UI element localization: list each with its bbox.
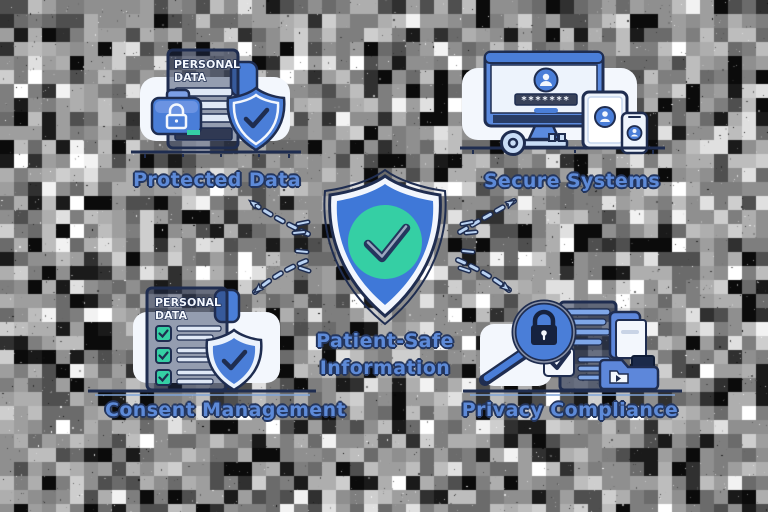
- login-button[interactable]: [534, 108, 558, 113]
- consent-management-label: Consent Management: [105, 399, 346, 421]
- protected-data-illustration: PERSONAL DATA: [131, 48, 301, 158]
- secure-systems-illustration: *******: [460, 50, 665, 156]
- checkbox-row[interactable]: [155, 369, 222, 386]
- password-field[interactable]: *******: [514, 93, 578, 106]
- consent-document-icon: PERSONAL DATA: [145, 286, 229, 392]
- key-icon: [500, 130, 569, 156]
- arrow-to-secure-systems: [457, 198, 517, 235]
- secure-systems-label: Secure Systems: [483, 170, 661, 192]
- arrow-to-protected-data: [247, 198, 311, 237]
- consent-management-illustration: PERSONAL DATA: [88, 286, 316, 396]
- checkbox-row[interactable]: [155, 325, 222, 342]
- arrow-to-consent-management: [252, 258, 309, 295]
- briefcase-lock-icon: [150, 88, 203, 136]
- desk-line: [463, 389, 682, 396]
- privacy-compliance-illustration: [463, 299, 682, 396]
- padlock-glyph: [531, 309, 557, 345]
- protected-data-label: Protected Data: [133, 169, 301, 191]
- login-avatar-icon: [533, 67, 559, 93]
- teal-accent: [187, 130, 200, 135]
- desk-line: [88, 389, 316, 396]
- privacy-compliance-label: Privacy Compliance: [461, 399, 679, 421]
- check-circle: [348, 205, 422, 279]
- tablet-icon: [581, 90, 629, 150]
- svg-text:DATA: DATA: [155, 309, 187, 322]
- folder-glyph: [609, 370, 629, 384]
- arrow-to-privacy-compliance: [455, 257, 512, 293]
- monitor-icon: *******: [483, 50, 605, 141]
- paper-icon: [615, 319, 647, 359]
- decorative-dashes: [291, 219, 479, 274]
- svg-text:PERSONAL: PERSONAL: [174, 58, 240, 71]
- phone-icon: [620, 111, 649, 155]
- shield-check-icon: [226, 86, 286, 152]
- shield-check-icon: [205, 328, 263, 392]
- padlock-glyph: [165, 103, 188, 130]
- svg-text:DATA: DATA: [174, 71, 206, 84]
- folder-icon: [598, 355, 660, 391]
- patient-safe-information-label: Patient-Safe Information: [316, 330, 454, 379]
- monitor-bezel: [493, 115, 595, 123]
- magnifier-lock-icon: [479, 299, 577, 386]
- svg-text:PERSONAL: PERSONAL: [155, 296, 221, 309]
- svg-text:*******: *******: [521, 95, 570, 106]
- central-shield-check-icon: [323, 168, 447, 326]
- desk-line: [131, 150, 301, 158]
